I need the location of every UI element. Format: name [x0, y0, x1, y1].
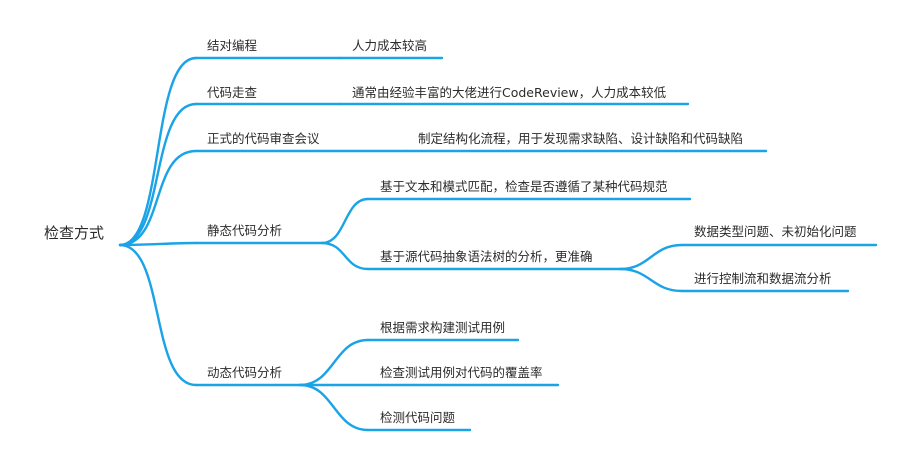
connector-static-child-1: [320, 197, 370, 245]
connector-root-pair: [118, 56, 198, 247]
connector-static-2-child-1: [618, 243, 684, 271]
node-static-2: 基于源代码抽象语法树的分析，更准确: [380, 249, 593, 264]
connector-layer: [118, 56, 684, 432]
node-review: 正式的代码审查会议: [207, 131, 320, 146]
node-static-2-2: 进行控制流和数据流分析: [694, 271, 832, 286]
connector-static-child-2: [320, 241, 370, 271]
node-static-2-1: 数据类型问题、未初始化问题: [694, 224, 857, 239]
connector-dynamic-child-3: [298, 383, 370, 432]
node-pair: 结对编程: [207, 38, 258, 53]
connector-root-walk: [118, 102, 198, 247]
connector-root-static: [118, 241, 198, 247]
node-dynamic-3: 检测代码问题: [380, 410, 456, 425]
node-static: 静态代码分析: [207, 223, 282, 238]
connector-dynamic-child-1: [298, 338, 370, 387]
connector-root-review: [118, 149, 198, 247]
node-dynamic: 动态代码分析: [207, 365, 282, 380]
node-walk: 代码走查: [207, 85, 258, 100]
node-pair-1: 人力成本较高: [352, 38, 427, 53]
connector-root-dynamic: [118, 243, 198, 387]
label-layer: 检查方式 结对编程 人力成本较高 代码走查 通常由经验丰富的大佬进行CodeRe…: [44, 38, 857, 425]
node-walk-1: 通常由经验丰富的大佬进行CodeReview，人力成本较低: [352, 85, 667, 100]
node-dynamic-2: 检查测试用例对代码的覆盖率: [380, 365, 543, 380]
connector-static-2-child-2: [618, 267, 684, 293]
root-node-label: 检查方式: [44, 224, 104, 242]
node-review-1: 制定结构化流程，用于发现需求缺陷、设计缺陷和代码缺陷: [418, 131, 743, 146]
underline-layer: [194, 56, 878, 432]
node-static-1: 基于文本和模式匹配，检查是否遵循了某种代码规范: [380, 179, 668, 194]
node-dynamic-1: 根据需求构建测试用例: [380, 320, 505, 335]
